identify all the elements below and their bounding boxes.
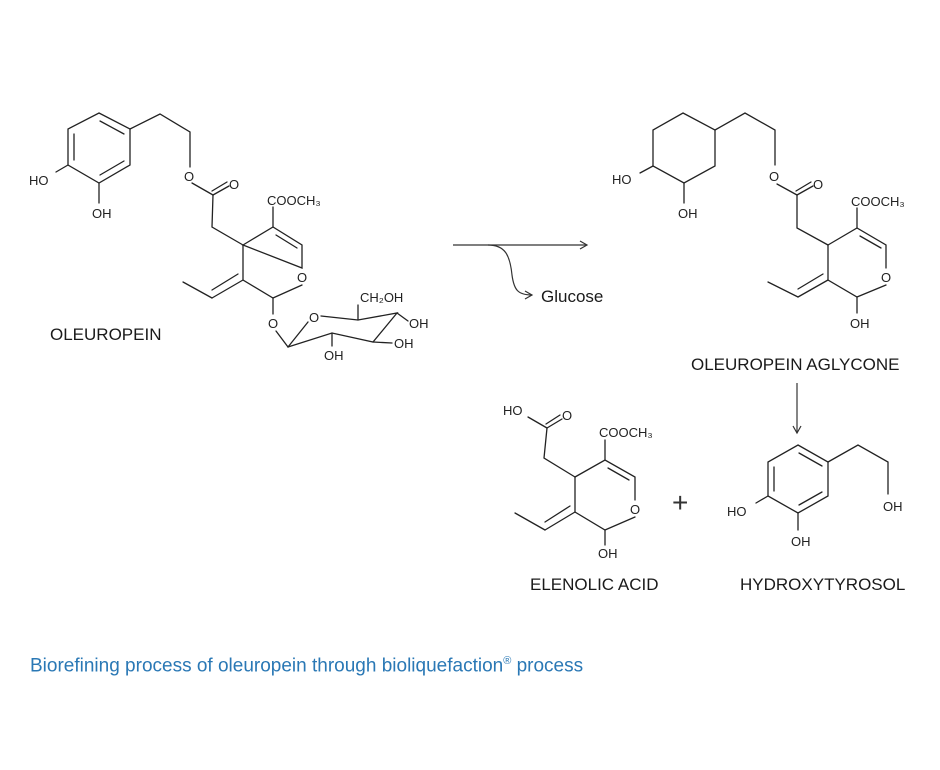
oleuropein-cooch3: COOCH₃ <box>267 193 321 208</box>
elenolic-ring-o: O <box>630 502 640 517</box>
hydroxytyrosol-oh: OH <box>791 534 811 549</box>
aglycone-label: OLEUROPEIN AGLYCONE <box>691 355 899 374</box>
oleuropein-carbonyl-o: O <box>229 177 239 192</box>
oleuropein-oh4: OH <box>409 316 429 331</box>
caption-suffix: process <box>511 655 584 677</box>
oleuropein-structure: HO OH O O COOCH₃ O O O CH₂OH OH OH OH OL… <box>29 112 429 363</box>
hydroxytyrosol-chain-oh: OH <box>883 499 903 514</box>
oleuropein-oh3: OH <box>394 336 414 351</box>
elenolic-ho: HO <box>503 403 523 418</box>
oleuropein-ring-o: O <box>297 270 307 285</box>
oleuropein-oh: OH <box>92 206 112 221</box>
aglycone-ring-o: O <box>881 270 891 285</box>
hydroxytyrosol-ho: HO <box>727 504 747 519</box>
plus-sign: + <box>672 487 688 518</box>
oleuropein-ho: HO <box>29 173 49 188</box>
oleuropein-ch2oh: CH₂OH <box>360 290 403 305</box>
oleuropein-oh2: OH <box>324 348 344 363</box>
aglycone-carbonyl-o: O <box>813 177 823 192</box>
oleuropein-glyco-o: O <box>268 316 278 331</box>
elenolic-acid-structure: HO O COOCH₃ O OH ELENOLIC ACID <box>503 403 659 594</box>
figure-caption: Biorefining process of oleuropein throug… <box>30 655 583 677</box>
aglycone-oh: OH <box>678 206 698 221</box>
elenolic-oh1: OH <box>598 546 618 561</box>
elenolic-carbonyl-o: O <box>562 408 572 423</box>
aglycone-oh1: OH <box>850 316 870 331</box>
hydroxytyrosol-label: HYDROXYTYROSOL <box>740 575 905 594</box>
registered-mark: ® <box>503 655 512 667</box>
oleuropein-label: OLEUROPEIN <box>50 325 161 344</box>
hydrolysis-arrow: Glucose <box>453 240 603 306</box>
elenolic-label: ELENOLIC ACID <box>530 575 659 594</box>
oleuropein-ester-o: O <box>184 169 194 184</box>
aglycone-ho: HO <box>612 172 632 187</box>
caption-text: Biorefining process of oleuropein throug… <box>30 655 504 677</box>
aglycone-ester-o: O <box>769 169 779 184</box>
elenolic-cooch3: COOCH₃ <box>599 425 653 440</box>
aglycone-structure: HO OH O O COOCH₃ O OH OLEUROPEIN AGLYCON… <box>612 112 905 374</box>
hydroxytyrosol-structure: HO OH OH HYDROXYTYROSOL <box>727 444 905 594</box>
aglycone-cooch3: COOCH₃ <box>851 194 905 209</box>
oleuropein-sugar-o: O <box>309 310 319 325</box>
glucose-label: Glucose <box>541 287 603 306</box>
